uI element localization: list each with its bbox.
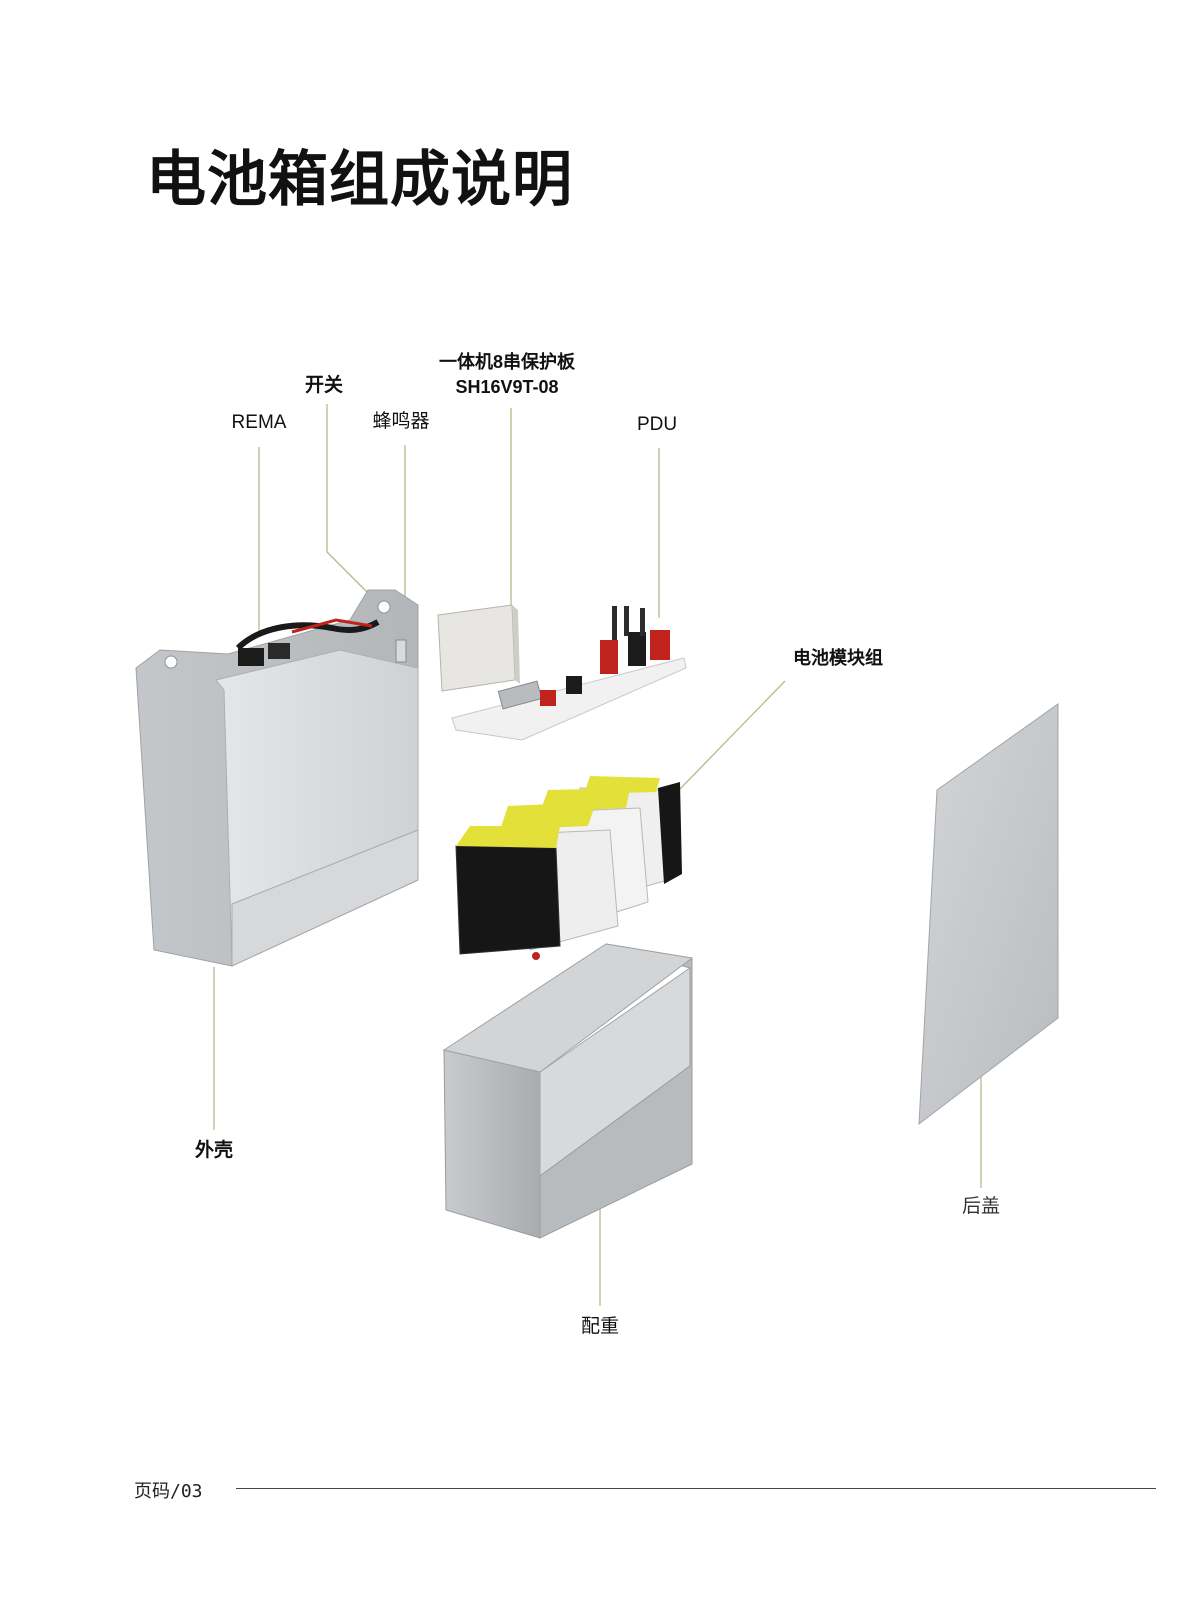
- label-switch: 开关: [304, 375, 344, 396]
- page-number: 页码/03: [134, 1481, 203, 1502]
- protection-board-part: [437, 604, 520, 692]
- label-rema: REMA: [231, 412, 287, 433]
- shell-part: [135, 589, 419, 967]
- label-board-model: SH16V9T-08: [455, 377, 559, 397]
- label-pdu: PDU: [636, 414, 678, 435]
- back-cover-part: [918, 703, 1059, 1126]
- label-buzzer: 蜂鸣器: [372, 411, 430, 432]
- label-counterweight: 配重: [580, 1316, 620, 1337]
- leader-switch: [326, 404, 381, 606]
- battery-module-part: [455, 776, 682, 960]
- label-shell: 外壳: [194, 1140, 234, 1161]
- label-back-cover: 后盖: [961, 1196, 1001, 1217]
- page-title: 电池箱组成说明: [146, 145, 573, 215]
- leader-module: [678, 680, 786, 791]
- label-board-name: 一体机8串保护板: [438, 352, 576, 372]
- pdu-part: [451, 606, 687, 741]
- counterweight-part: [442, 943, 694, 1239]
- footer-divider: [236, 1488, 1156, 1489]
- label-battery-module: 电池模块组: [793, 648, 883, 668]
